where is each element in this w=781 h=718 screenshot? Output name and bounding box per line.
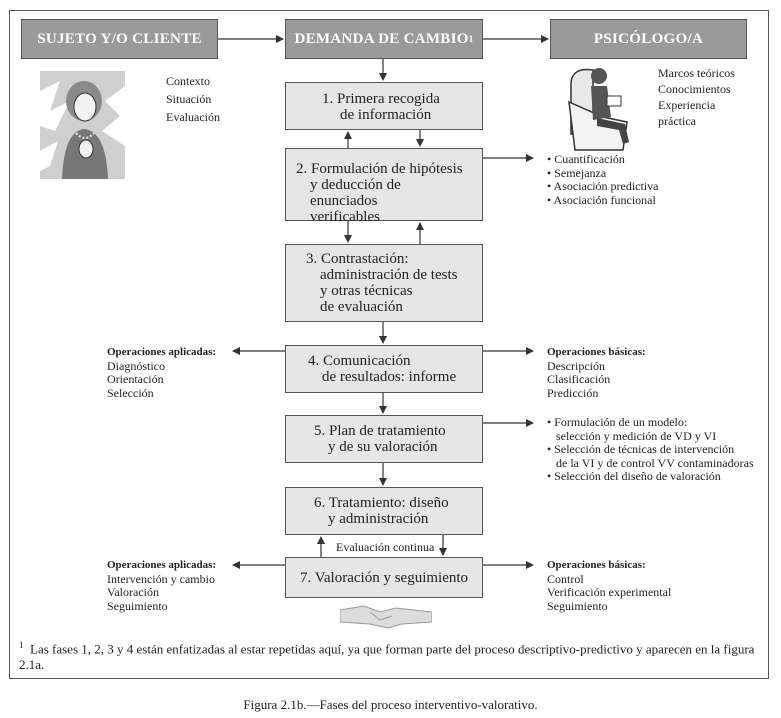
psychologist-attributes: Marcos teóricos Conocimientos Experienci… (658, 65, 735, 129)
step-1-line-2: de información (340, 107, 432, 123)
psych-attr-practice: práctica (658, 114, 696, 128)
applied-operations-2: Operaciones aplicadas: Intervención y ca… (107, 559, 216, 613)
psych-attr-theory: Marcos teóricos (658, 66, 735, 80)
applied-operations-1: Operaciones aplicadas: Diagnóstico Orien… (107, 346, 216, 400)
basic-operation-item: Predicción (547, 385, 599, 400)
applied-operation-item: Seguimiento (107, 598, 168, 613)
step-4-line-1: 4. Comunicación (308, 353, 411, 369)
step-1-line-1: 1. Primera recogida (322, 91, 440, 107)
client-attr-evaluation: Evaluación (166, 110, 220, 124)
header-psychologist: PSICÓLOGO/A (550, 19, 747, 59)
step-2-line-3: verificables (310, 209, 380, 225)
step-3-box: 3. Contrastación: administración de test… (285, 244, 483, 322)
hypothesis-item: Asociación funcional (547, 193, 659, 208)
client-illustration (40, 71, 125, 179)
step-7-line-1: 7. Valoración y seguimiento (300, 570, 469, 586)
applied-operations-title: Operaciones aplicadas: (107, 346, 217, 358)
step-1-box: 1. Primera recogida de información (285, 82, 483, 130)
applied-operation-item: Diagnóstico (107, 358, 165, 373)
basic-operations-2: Operaciones básicas: Control Verificació… (547, 559, 671, 613)
client-attr-context: Contexto (166, 74, 210, 88)
hypothesis-item: Cuantificación (547, 152, 659, 167)
hypothesis-item: Semejanza (547, 166, 659, 181)
footnote-marker: 1 (468, 34, 474, 44)
basic-operations-1: Operaciones básicas: Descripción Clasifi… (547, 346, 646, 400)
step-2-box: 2. Formulación de hipótesis y deducción … (285, 148, 483, 225)
step-2-line-1: 2. Formulación de hipótesis (296, 161, 463, 177)
applied-operations-title: Operaciones aplicadas: (107, 559, 217, 571)
basic-operation-item: Control (547, 571, 584, 586)
psych-attr-experience: Experiencia (658, 98, 716, 112)
basic-operation-item: Seguimiento (547, 598, 608, 613)
plan-item-1-line-2: selección y medición de VD y VI (556, 428, 717, 443)
applied-operation-item: Selección (107, 385, 154, 400)
step-3-line-4: de evaluación (320, 299, 403, 315)
step-5-line-2: y de su valoración (328, 439, 438, 455)
applied-operation-item: Orientación (107, 372, 164, 386)
step-7-box: 7. Valoración y seguimiento (285, 557, 483, 598)
footnote-mark: 1 (19, 640, 24, 650)
step-5-box: 5. Plan de tratamiento y de su valoració… (285, 415, 483, 463)
basic-operation-item: Verificación experimental (547, 585, 672, 599)
plan-item-1-line-1: Formulación de un modelo: (547, 415, 754, 430)
basic-operation-item: Descripción (547, 358, 605, 373)
step-4-box: 4. Comunicación de resultados: informe (285, 345, 483, 393)
applied-operation-item: Intervención y cambio (107, 571, 215, 586)
psychologist-illustration (568, 68, 629, 151)
figure-frame (9, 10, 769, 679)
step-5-line-1: 5. Plan de tratamiento (314, 423, 446, 439)
footnote: 1 Las fases 1, 2, 3 y 4 están enfatizada… (19, 637, 759, 673)
client-attr-situation: Situación (166, 92, 212, 106)
header-psychologist-label: PSICÓLOGO/A (593, 30, 704, 47)
header-demand-label: DEMANDA DE CAMBIO (294, 30, 469, 47)
plan-item-2-line-2: de la VI y de control VV contaminadoras (556, 455, 754, 470)
step-4-line-2: de resultados: informe (322, 369, 457, 385)
step-2-line-2: y deducción de enunciados (310, 177, 401, 209)
step-3-line-2: administración de tests (320, 267, 458, 283)
header-client: SUJETO Y/O CLIENTE (21, 19, 218, 59)
applied-operation-item: Valoración (107, 585, 159, 599)
psych-attr-knowledge: Conocimientos (658, 82, 731, 96)
header-client-label: SUJETO Y/O CLIENTE (37, 30, 202, 47)
handshake-illustration (340, 605, 432, 629)
hypothesis-item: Asociación predictiva (547, 179, 659, 194)
client-attributes: Contexto Situación Evaluación (166, 72, 220, 126)
step-3-line-1: 3. Contrastación: (306, 251, 409, 267)
figure-caption: Figura 2.1b.—Fases del proceso intervent… (243, 697, 538, 712)
basic-operations-title: Operaciones básicas: (547, 346, 646, 358)
basic-operation-item: Clasificación (547, 372, 611, 386)
continuous-evaluation-label: Evaluación continua (336, 540, 435, 554)
step-6-line-1: 6. Tratamiento: diseño (314, 495, 449, 511)
plan-list: Formulación de un modelo: selección y me… (547, 415, 754, 484)
plan-item-2-line-1: Selección de técnicas de intervención (547, 442, 754, 457)
step-6-box: 6. Tratamiento: diseño y administración (285, 487, 483, 535)
step-6-line-2: y administración (328, 511, 429, 527)
step-3-line-3: y otras técnicas (320, 283, 413, 299)
basic-operations-title: Operaciones básicas: (547, 559, 646, 571)
plan-item-3-line-1: Selección del diseño de valoración (547, 469, 754, 484)
footnote-text: Las fases 1, 2, 3 y 4 están enfatizadas … (19, 641, 755, 673)
hypothesis-list: Cuantificación Semejanza Asociación pred… (547, 152, 659, 208)
